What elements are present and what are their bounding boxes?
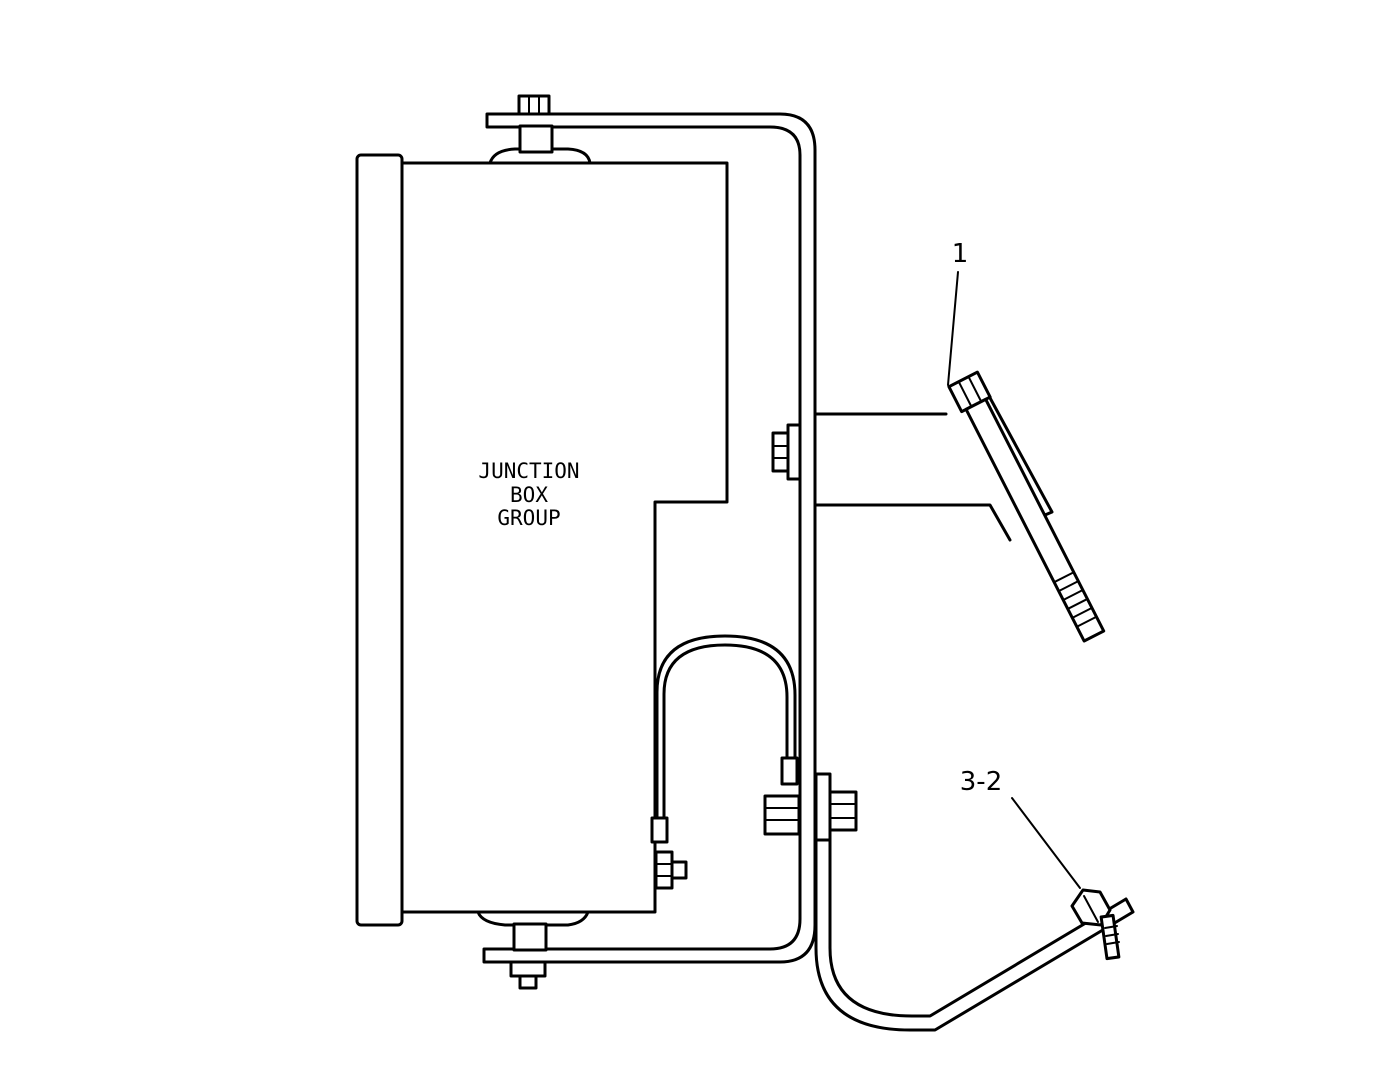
box-label-line3: GROUP xyxy=(497,506,560,530)
mounting-bracket xyxy=(482,112,817,964)
bolt-3-2-icon xyxy=(1070,888,1121,961)
box-label-line2: BOX xyxy=(510,483,548,507)
bottom-nut-icon xyxy=(509,960,547,990)
top-bolt-icon xyxy=(517,94,551,116)
callout-leaders xyxy=(947,271,1081,889)
box-label-line1: JUNCTION xyxy=(478,459,579,483)
box-nut-icon xyxy=(654,850,688,890)
bolt-1-icon xyxy=(947,370,1106,643)
callout-part-1: 1 xyxy=(952,239,969,269)
bracket-side-bolt-icon xyxy=(771,423,802,481)
lower-bracket-bolt-icon xyxy=(763,772,858,842)
lower-strap xyxy=(814,838,1135,1032)
harness-clip xyxy=(650,634,799,844)
junction-box-body xyxy=(355,124,729,952)
callout-part-3-2: 3-2 xyxy=(960,767,1002,797)
